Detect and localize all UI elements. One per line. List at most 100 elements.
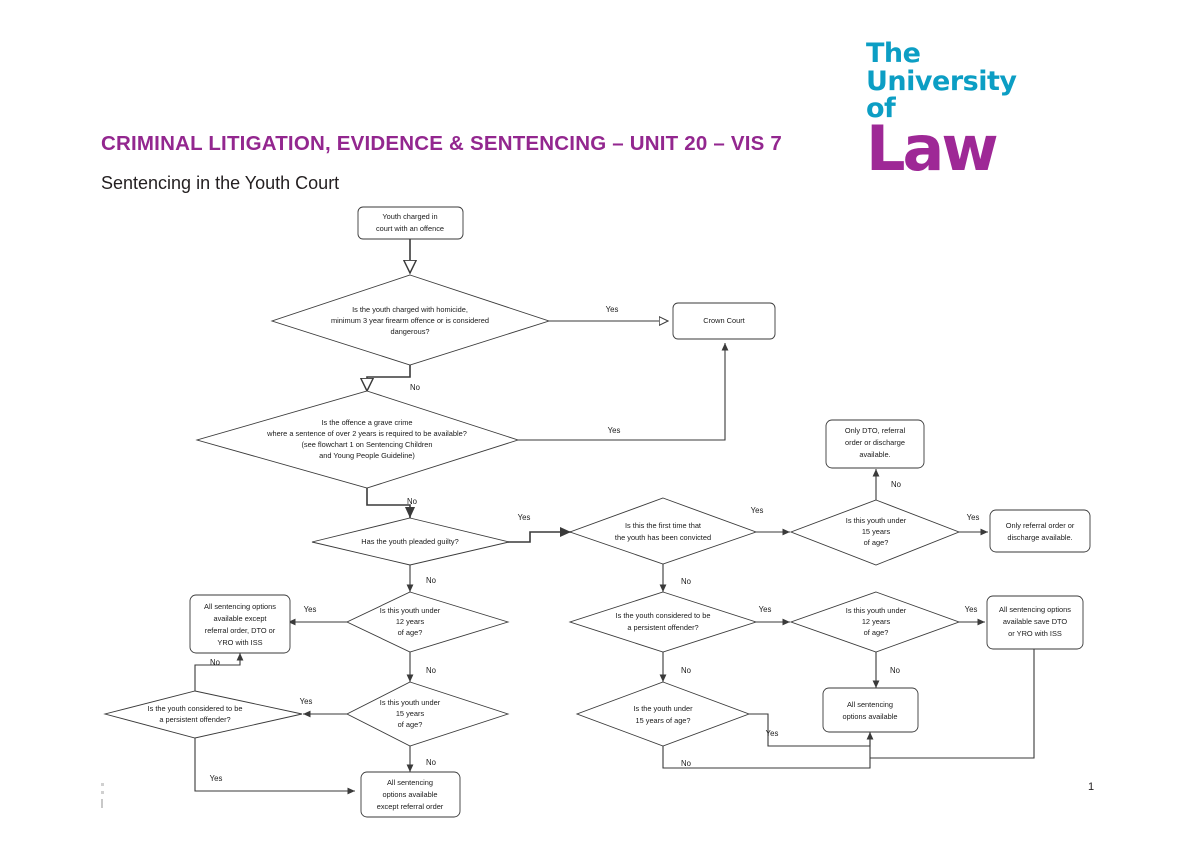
svg-text:a persistent offender?: a persistent offender? <box>159 715 230 724</box>
svg-text:where a sentence of over 2 yea: where a sentence of over 2 years is requ… <box>266 429 467 438</box>
edge-label-firsttime-no: No <box>681 577 692 586</box>
node-crown-court[interactable]: Crown Court <box>672 302 776 340</box>
edge-grave-yes <box>517 343 729 441</box>
svg-text:12 years: 12 years <box>396 617 425 626</box>
node-only-dto-referral[interactable]: Only DTO, referral order or discharge av… <box>825 419 925 469</box>
svg-text:the youth has been convicted: the youth has been convicted <box>615 533 711 542</box>
edge-label-firsttime-yes: Yes <box>751 506 764 515</box>
edge-label-under12l-no: No <box>426 666 437 675</box>
node-decision-pleaded-guilty[interactable]: Has the youth pleaded guilty? <box>311 517 510 566</box>
edge-under15r-no <box>662 732 871 769</box>
svg-text:and Young People Guideline): and Young People Guideline) <box>319 451 415 460</box>
svg-text:options available: options available <box>842 712 897 721</box>
edge-label-guilty-no: No <box>426 576 437 585</box>
svg-text:available save DTO: available save DTO <box>1003 617 1068 626</box>
edge-label-under15l-no: No <box>426 758 437 767</box>
university-of-law-logo: The University of Law <box>866 40 1036 180</box>
svg-text:Crown Court: Crown Court <box>703 316 744 325</box>
node-decision-grave-crime[interactable]: Is the offence a grave crime where a sen… <box>195 390 520 489</box>
edge-allsavedto-loop <box>870 649 1035 759</box>
edge-label-persistr-yes: Yes <box>759 605 772 614</box>
edge-persistl-no <box>194 653 244 691</box>
svg-text:Is this youth under: Is this youth under <box>380 698 441 707</box>
node-decision-persistent-offender-right[interactable]: Is the youth considered to be a persiste… <box>568 591 758 653</box>
edge-label-under15l-yes: Yes <box>300 697 313 706</box>
svg-text:YRO with ISS: YRO with ISS <box>217 638 262 647</box>
node-all-options-except-referral-dto-yro[interactable]: All sentencing options available except … <box>189 594 291 654</box>
logo-line-university-of: University of <box>866 66 1017 124</box>
svg-text:Is the offence a grave crime: Is the offence a grave crime <box>321 418 412 427</box>
edge-persistl-yes <box>194 738 355 795</box>
svg-text:All sentencing: All sentencing <box>847 700 893 709</box>
node-all-options-except-referral-order[interactable]: All sentencing options available except … <box>360 771 461 818</box>
edge-label-guilty-yes: Yes <box>518 513 531 522</box>
svg-text:12 years: 12 years <box>862 617 891 626</box>
node-decision-homicide[interactable]: Is the youth charged with homicide, mini… <box>270 274 551 366</box>
svg-text:options available: options available <box>382 790 437 799</box>
edge-label-under15r-yes: Yes <box>766 729 779 738</box>
svg-text:Is this youth under: Is this youth under <box>380 606 441 615</box>
edge-label-under15r-no: No <box>681 759 692 768</box>
page-subtitle: Sentencing in the Youth Court <box>101 173 340 193</box>
svg-text:15 years: 15 years <box>396 709 425 718</box>
svg-text:15 years of age?: 15 years of age? <box>635 716 690 725</box>
svg-text:discharge available.: discharge available. <box>1007 533 1072 542</box>
node-decision-under-12-left[interactable]: Is this youth under 12 years of age? <box>345 591 510 653</box>
node-decision-under-15-right[interactable]: Is the youth under 15 years of age? <box>575 681 751 747</box>
svg-text:All sentencing options: All sentencing options <box>204 602 276 611</box>
edge-grave-no <box>366 488 416 518</box>
svg-text:Is the youth considered to be: Is the youth considered to be <box>148 704 243 713</box>
edge-label-grave-no: No <box>407 497 418 506</box>
svg-text:Is this youth under: Is this youth under <box>846 606 907 615</box>
edge-label-persistr-no: No <box>681 666 692 675</box>
sentencing-flowchart: Youth charged in court with an offence I… <box>103 206 1091 818</box>
edge-label-under12r-no: No <box>890 666 901 675</box>
edge-label-homicide-yes: Yes <box>606 305 619 314</box>
node-decision-under-15-left[interactable]: Is this youth under 15 years of age? <box>346 681 510 747</box>
svg-text:court with an offence: court with an offence <box>376 224 444 233</box>
edge-label-under15a-no: No <box>891 480 902 489</box>
svg-text:except referral order: except referral order <box>377 802 444 811</box>
edge-guilty-yes <box>508 526 571 543</box>
logo-line-law: Law <box>866 112 999 185</box>
svg-text:order or discharge: order or discharge <box>845 438 905 447</box>
svg-text:All sentencing: All sentencing <box>387 778 433 787</box>
svg-text:minimum 3 year firearm offence: minimum 3 year firearm offence or is con… <box>331 316 489 325</box>
page-number: 1 <box>1088 781 1095 793</box>
edge-label-homicide-no: No <box>410 383 421 392</box>
svg-text:Only DTO, referral: Only DTO, referral <box>845 426 906 435</box>
svg-text:of age?: of age? <box>864 628 889 637</box>
svg-text:15 years: 15 years <box>862 527 891 536</box>
node-decision-under-15-upper[interactable]: Is this youth under 15 years of age? <box>789 499 961 566</box>
edge-label-persistl-no: No <box>210 658 221 667</box>
svg-text:of age?: of age? <box>398 628 423 637</box>
node-decision-first-conviction[interactable]: Is this the first time that the youth ha… <box>568 497 758 565</box>
svg-text:available.: available. <box>859 450 890 459</box>
svg-text:of age?: of age? <box>864 538 889 547</box>
node-start[interactable]: Youth charged in court with an offence <box>357 206 464 240</box>
svg-text:All sentencing options: All sentencing options <box>999 605 1071 614</box>
svg-text:of age?: of age? <box>398 720 423 729</box>
edge-label-persistl-yes: Yes <box>210 774 223 783</box>
svg-text:referral order, DTO or: referral order, DTO or <box>205 626 276 635</box>
svg-text:or YRO with ISS: or YRO with ISS <box>1008 629 1062 638</box>
page-title: CRIMINAL LITIGATION, EVIDENCE & SENTENCI… <box>101 132 783 155</box>
node-decision-under-12-right[interactable]: Is this youth under 12 years of age? <box>789 591 961 653</box>
svg-text:a persistent offender?: a persistent offender? <box>627 623 698 632</box>
svg-text:Is this youth under: Is this youth under <box>846 516 907 525</box>
node-all-options-save-dto-yro[interactable]: All sentencing options available save DT… <box>986 595 1084 650</box>
svg-text:Is the youth under: Is the youth under <box>633 704 693 713</box>
edge-label-under12r-yes: Yes <box>965 605 978 614</box>
svg-text:dangerous?: dangerous? <box>390 327 429 336</box>
edge-label-under12l-yes: Yes <box>304 605 317 614</box>
edge-label-grave-yes: Yes <box>608 426 621 435</box>
svg-text:Has the youth pleaded guilty?: Has the youth pleaded guilty? <box>361 537 458 546</box>
svg-text:Is this the first time that: Is this the first time that <box>625 521 701 530</box>
node-all-sentencing-options-available[interactable]: All sentencing options available <box>822 687 919 733</box>
node-only-referral-discharge[interactable]: Only referral order or discharge availab… <box>989 509 1091 553</box>
svg-text:(see flowchart 1 on Sentencing: (see flowchart 1 on Sentencing Children <box>301 440 432 449</box>
svg-text:Only referral order or: Only referral order or <box>1006 521 1075 530</box>
node-decision-persistent-offender-left[interactable]: Is the youth considered to be a persiste… <box>103 690 303 739</box>
edge-label-under15a-yes: Yes <box>967 513 980 522</box>
